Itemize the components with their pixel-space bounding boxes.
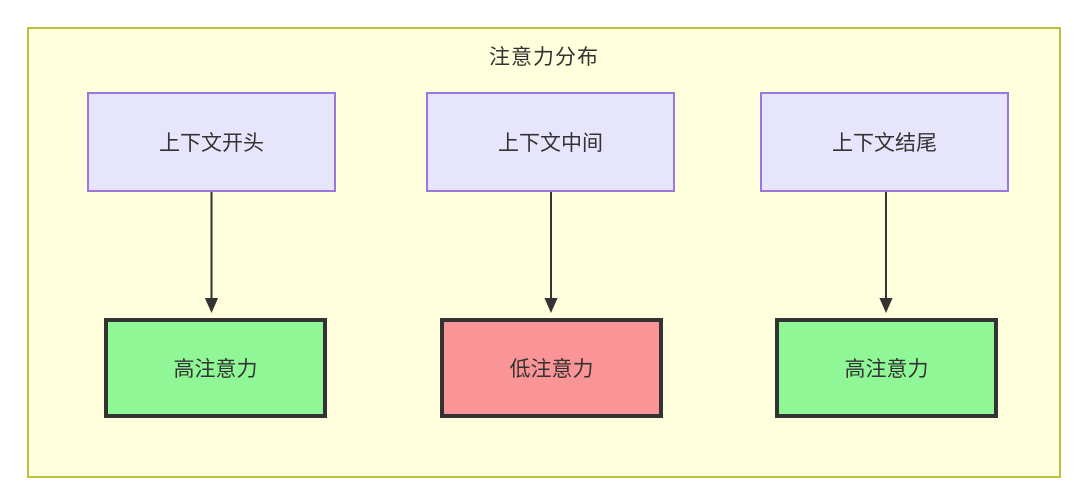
node-context-start[interactable]: 上下文开头 (87, 92, 336, 192)
node-attention-start[interactable]: 高注意力 (104, 318, 327, 418)
node-context-end-label: 上下文结尾 (832, 131, 937, 155)
node-attention-middle[interactable]: 低注意力 (440, 318, 663, 418)
node-attention-start-label: 高注意力 (173, 357, 258, 381)
node-context-start-label: 上下文开头 (159, 131, 264, 155)
node-context-middle[interactable]: 上下文中间 (426, 92, 675, 192)
node-attention-middle-label: 低注意力 (509, 357, 594, 381)
node-context-end[interactable]: 上下文结尾 (760, 92, 1009, 192)
node-attention-end-label: 高注意力 (844, 357, 929, 381)
node-context-middle-label: 上下文中间 (498, 131, 603, 155)
node-attention-end[interactable]: 高注意力 (775, 318, 998, 418)
subgraph-title: 注意力分布 (489, 45, 599, 69)
